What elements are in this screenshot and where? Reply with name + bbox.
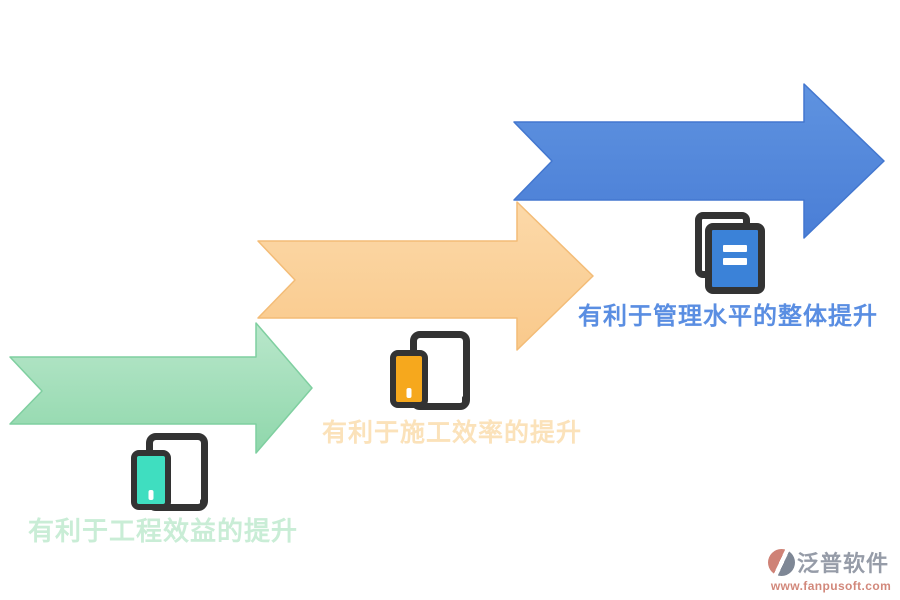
brand-name: 泛普软件 — [797, 551, 890, 576]
tablet-home-mark — [462, 396, 467, 406]
brand-row: 泛普软件 — [768, 546, 894, 578]
tablet-home-mark — [200, 499, 205, 509]
phone-shape — [390, 350, 428, 408]
step-label-2: 有利于施工效率的提升 — [322, 419, 583, 447]
fanpu-logo-icon — [768, 548, 795, 576]
document-text-line — [723, 258, 747, 265]
step-label-1: 有利于工程效益的提升 — [28, 516, 299, 546]
arrow-step-2 — [257, 201, 594, 351]
phone-tablet-icon — [387, 328, 477, 418]
step-label-3: 有利于管理水平的整体提升 — [578, 303, 878, 330]
documents-icon — [693, 210, 778, 300]
brand-watermark: 泛普软件 www.fanpusoft.com — [768, 546, 894, 593]
phone-tablet-icon — [128, 430, 218, 520]
document-front-shape — [705, 223, 765, 294]
arrow-step-1 — [9, 322, 313, 454]
arrow-step-3 — [513, 83, 885, 239]
brand-url: www.fanpusoft.com — [770, 579, 892, 593]
phone-home-mark — [148, 490, 154, 500]
phone-shape — [131, 450, 171, 510]
phone-home-mark — [406, 388, 412, 398]
document-text-line — [723, 245, 747, 252]
